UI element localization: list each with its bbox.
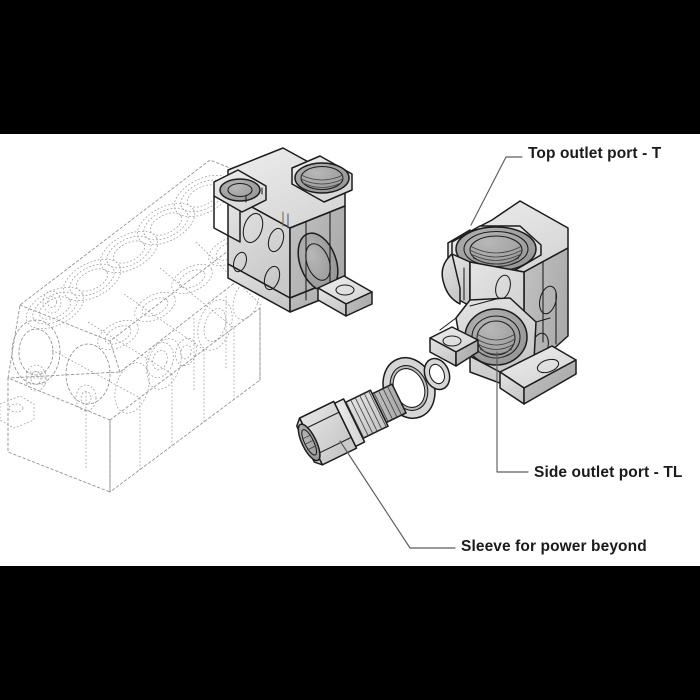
leader-sleeve xyxy=(339,440,456,549)
leader-side-outlet xyxy=(496,351,529,473)
leader-top-outlet xyxy=(470,156,523,226)
callout-label-side-outlet: Side outlet port - TL xyxy=(534,464,683,481)
flange-lug-bottom xyxy=(499,345,577,405)
flange-lug-left xyxy=(429,326,479,367)
letterbox-top xyxy=(0,0,700,134)
end-plate-installed xyxy=(213,147,373,317)
callout-label-sleeve: Sleeve for power beyond xyxy=(461,538,647,555)
letterbox-bottom xyxy=(0,566,700,700)
end-plate-detached xyxy=(429,200,577,405)
installed-top-port xyxy=(291,155,353,203)
callout-label-top-outlet: Top outlet port - T xyxy=(528,145,662,162)
o-ring-small xyxy=(423,357,451,391)
leader-lines xyxy=(339,156,529,549)
installed-flange-lug xyxy=(317,275,373,317)
sleeve-cartridge xyxy=(296,383,407,466)
